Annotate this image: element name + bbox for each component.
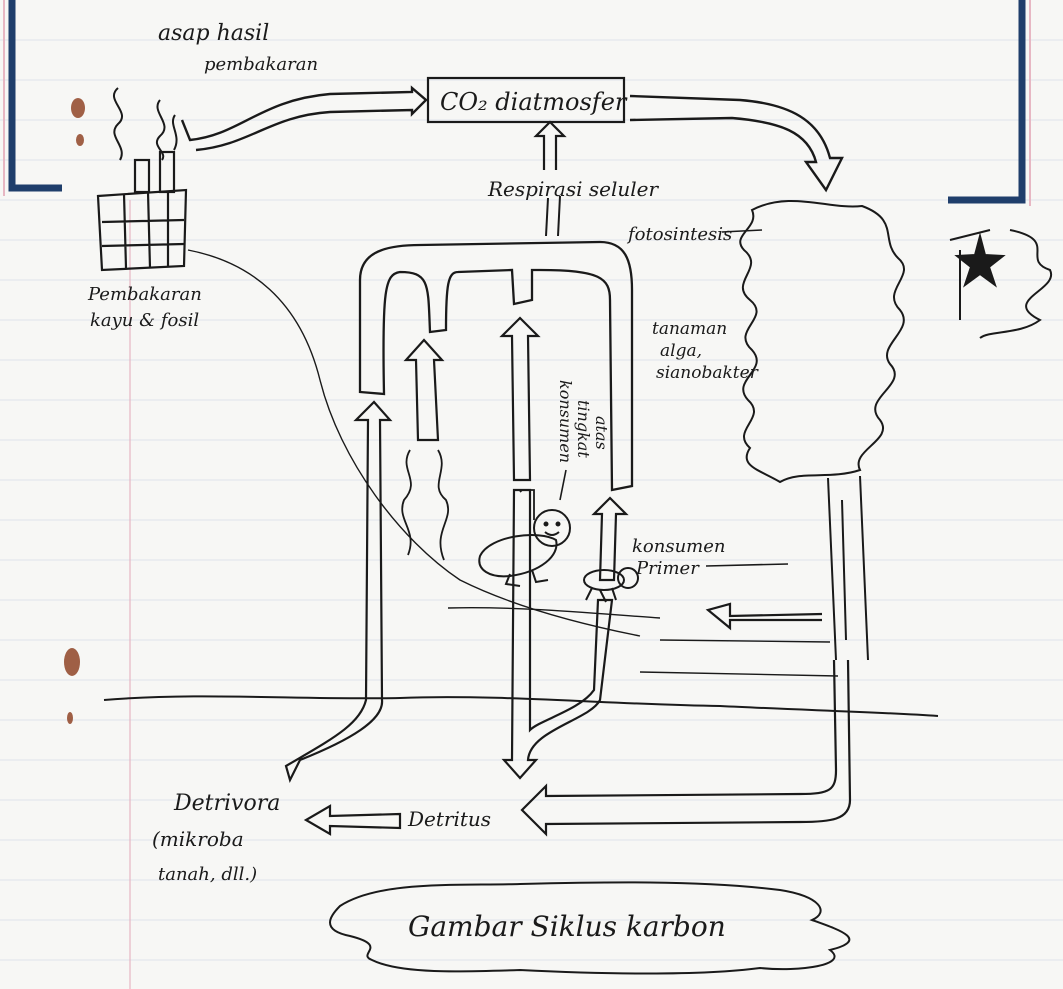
consumer-high-icon xyxy=(479,510,570,586)
leader-consumer-high xyxy=(560,470,566,500)
consumer-primary-label-line2: Primer xyxy=(635,558,700,579)
factory-icon xyxy=(98,152,186,270)
consumer-high-label-line1: konsumen xyxy=(556,380,575,463)
producer-tree-trunk xyxy=(828,476,868,660)
arrow-decomposer-respiration xyxy=(286,402,390,780)
producers-label-line2: alga, xyxy=(660,341,702,361)
detrivora-label-line2: (mikroba xyxy=(152,827,244,851)
star-doodle xyxy=(950,230,1051,338)
detrivora-label-line3: tanah, dll.) xyxy=(158,864,257,885)
producers-label-line1: tanaman xyxy=(652,319,727,339)
producers-label-line3: sianobakter xyxy=(656,363,759,383)
co2-label: CO₂ diatmosfer xyxy=(440,88,628,116)
small-plant-icon xyxy=(402,450,448,560)
arrow-plants-to-detritus xyxy=(522,660,850,834)
detrivora-label-line1: Detrivora xyxy=(173,791,280,816)
smoke-icon xyxy=(114,88,177,160)
ground-line xyxy=(104,696,938,716)
arrow-detritus-to-detrivora xyxy=(306,806,400,834)
arrow-plants-to-consumer xyxy=(708,604,822,628)
respiration-label: Respirasi seluler xyxy=(487,177,659,201)
consumer-primary-label-line1: konsumen xyxy=(632,536,725,557)
arrow-plant-respiration xyxy=(406,340,442,440)
combustion-label-line1: Pembakaran xyxy=(87,284,202,305)
smoke-label-line1: asap hasil xyxy=(158,21,269,46)
leader-consumer-primary xyxy=(706,564,788,566)
arrow-combustion-to-co2 xyxy=(182,88,426,150)
arrow-consumer-high-to-detritus xyxy=(520,490,534,520)
combustion-label-line2: kayu & fosil xyxy=(90,310,199,331)
arrow-co2-to-plants xyxy=(630,96,842,190)
consumer-high-label-line3: atas xyxy=(592,416,611,450)
photosynthesis-label: fotosintesis xyxy=(626,224,732,245)
respiration-connector xyxy=(546,196,560,236)
water-line xyxy=(448,608,838,676)
consumer-high-label: konsumen tingkat atas xyxy=(556,380,611,463)
margin-stains xyxy=(64,98,85,724)
arrow-consumer-high-respiration xyxy=(502,318,538,480)
detritus-label: Detritus xyxy=(407,807,491,831)
consumer-high-label-line2: tingkat xyxy=(574,400,593,458)
caption-label: Gambar Siklus karbon xyxy=(408,910,726,943)
arrow-respiration-to-co2 xyxy=(536,122,564,170)
arrow-consumer-primary-respiration xyxy=(594,498,626,580)
smoke-label-line2: pembakaran xyxy=(204,54,318,75)
consumer-primary-icon xyxy=(584,568,638,602)
